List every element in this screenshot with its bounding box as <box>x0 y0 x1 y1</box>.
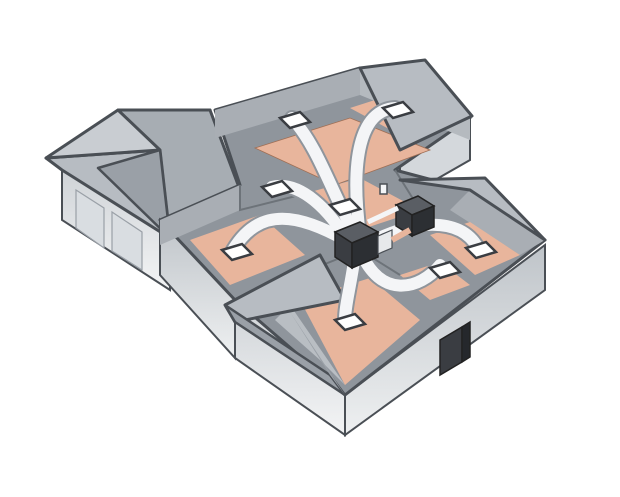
vent-8 <box>332 312 368 332</box>
vent-3 <box>219 242 255 262</box>
garage-door-2 <box>111 210 143 272</box>
vent-1 <box>277 110 313 130</box>
vent-outlets <box>219 100 499 332</box>
duct-3 <box>227 212 351 256</box>
vent-7 <box>463 240 499 260</box>
vent-4 <box>259 179 295 199</box>
unit-1-collar <box>377 229 393 255</box>
garage-gable <box>96 148 172 240</box>
vent-6 <box>427 260 463 280</box>
duct-5 <box>354 244 446 292</box>
garage-door-1 <box>75 188 105 250</box>
partition-1 <box>239 185 301 212</box>
back-right-roof <box>358 58 474 152</box>
thermostat <box>379 183 388 195</box>
air-handler-units <box>333 195 436 270</box>
vent-5 <box>327 197 363 217</box>
duct-1 <box>286 112 364 246</box>
vent-2 <box>380 100 416 120</box>
right-room-wall <box>450 190 545 255</box>
unit-2-side <box>411 204 435 238</box>
left-room-wall <box>160 185 240 245</box>
front-gable <box>290 312 345 395</box>
front-room-side <box>275 305 345 385</box>
roof-sections <box>223 58 547 397</box>
unit-link-pipe-2 <box>366 205 400 225</box>
wall-fixtures <box>379 183 471 377</box>
back-room-left-wall <box>215 68 360 138</box>
front-room-floor <box>300 278 420 385</box>
outdoor-unit-side <box>461 320 471 364</box>
right-wing-roof <box>398 176 547 242</box>
unit-1-side <box>351 230 379 270</box>
unit-link-pipe <box>390 227 412 243</box>
